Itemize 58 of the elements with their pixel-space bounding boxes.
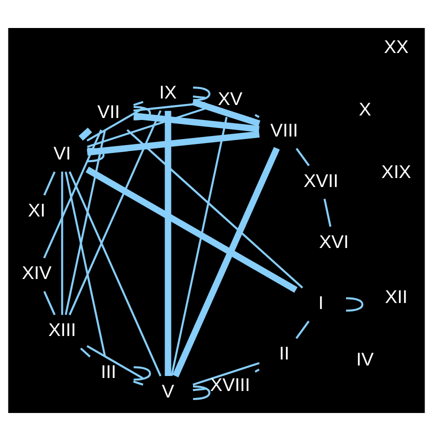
node-text: VI <box>53 142 71 164</box>
connector <box>133 112 260 132</box>
node-text: X <box>358 98 372 120</box>
node-text: XV <box>218 88 242 110</box>
connector <box>254 368 260 373</box>
node-text: XIII <box>48 319 76 340</box>
node-text: VIII <box>270 119 298 140</box>
connector <box>86 166 298 293</box>
node-text: XX <box>384 36 409 57</box>
connector <box>86 345 144 380</box>
node-text: XII <box>385 286 408 308</box>
connector <box>61 172 64 315</box>
connector <box>192 98 260 127</box>
node-text: XVI <box>319 230 349 252</box>
node-text: VII <box>97 100 120 122</box>
connector <box>43 171 56 196</box>
connector <box>68 110 162 316</box>
connector <box>133 102 206 112</box>
node-text: V <box>162 380 174 402</box>
connector <box>170 116 228 376</box>
connector <box>346 297 364 312</box>
node-text: XIX <box>381 160 412 182</box>
connector <box>80 348 91 358</box>
connector <box>296 148 310 166</box>
connector <box>254 114 260 118</box>
node-text: XVIII <box>210 374 250 395</box>
connector <box>86 108 144 142</box>
connector <box>295 320 310 339</box>
node-text: I <box>318 292 324 314</box>
connector <box>126 129 304 289</box>
connector <box>86 108 206 148</box>
connector <box>192 388 206 392</box>
connector <box>324 198 332 227</box>
connector <box>78 128 92 141</box>
connector <box>164 110 172 376</box>
connector <box>193 386 210 400</box>
connector <box>64 130 106 316</box>
node-text: XVII <box>304 170 338 191</box>
connector <box>43 129 102 258</box>
connector <box>64 172 106 357</box>
connector <box>43 291 56 316</box>
connector <box>172 146 280 378</box>
node-text: II <box>279 342 290 364</box>
node-text: IV <box>356 348 374 370</box>
node-text: IX <box>159 81 177 102</box>
connector <box>87 148 105 162</box>
connector <box>134 106 151 120</box>
node-text: XIV <box>22 262 52 284</box>
connector <box>86 131 260 156</box>
connector <box>133 101 144 106</box>
connector <box>192 362 260 386</box>
connector <box>68 171 162 376</box>
connector <box>192 96 206 99</box>
connector <box>193 86 210 102</box>
node-text: III <box>100 361 116 382</box>
node-text: XI <box>28 200 46 221</box>
connector <box>134 366 151 381</box>
connector <box>133 380 144 386</box>
